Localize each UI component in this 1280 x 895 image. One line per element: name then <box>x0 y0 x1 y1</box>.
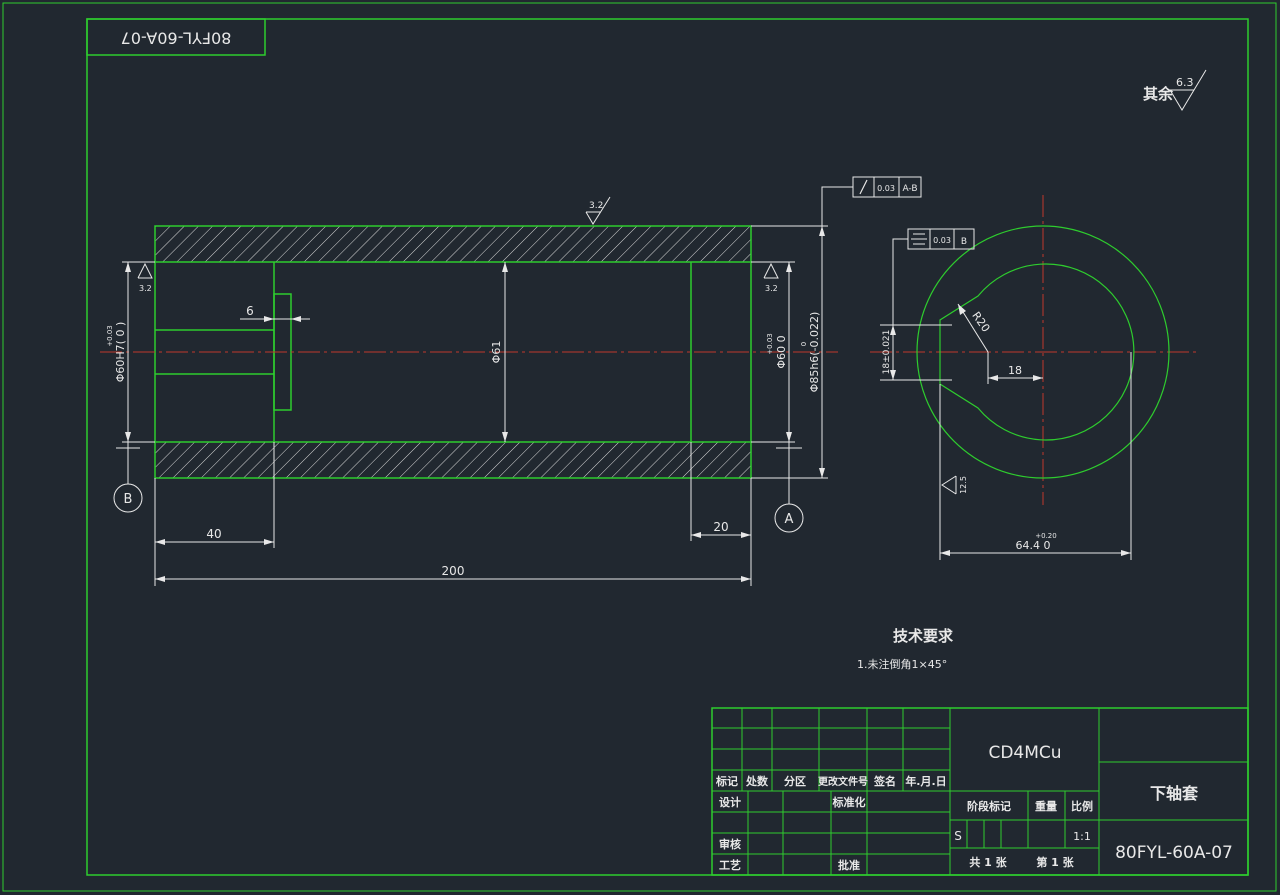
dim-6: 6 <box>246 304 254 318</box>
svg-text:0.03: 0.03 <box>877 184 895 193</box>
inner-frame <box>86 18 1249 876</box>
svg-text:0.03: 0.03 <box>933 236 951 245</box>
dim-phi60: Φ60 0 <box>775 335 788 368</box>
symmetry-icon <box>911 233 927 245</box>
hatch-top-wall <box>155 226 751 262</box>
datum-b: B <box>113 483 143 513</box>
hatch-bottom-left <box>155 442 274 478</box>
outer-circle <box>916 225 1170 479</box>
roughness-left: 3.2 <box>137 262 153 293</box>
svg-text:A-B: A-B <box>902 184 917 194</box>
runout-frame: 0.03 A-B <box>852 176 922 198</box>
surface-note-value: 6.3 <box>1176 76 1194 89</box>
section-view <box>100 225 838 479</box>
svg-text:B: B <box>961 237 967 247</box>
corner-code: 80FYL-60A-07 <box>121 29 232 48</box>
svg-text:3.2: 3.2 <box>589 201 603 211</box>
tb-design: 设计 <box>719 795 741 809</box>
tb-weight: 重量 <box>1035 799 1057 813</box>
tb-approve: 批准 <box>838 858 860 872</box>
tech-title: 技术要求 <box>893 627 954 645</box>
dim-phi61: Φ61 <box>490 341 503 364</box>
svg-text:B: B <box>124 492 133 507</box>
tb-check: 审核 <box>719 837 741 851</box>
end-view-dimensions <box>880 238 1132 560</box>
tb-scale-val: 1:1 <box>1073 830 1091 843</box>
dim-phi85h6-tol: 0 <box>800 342 808 346</box>
dim-phi60h7: Φ60H7( 0 ) <box>114 322 127 383</box>
surface-note-label: 其余 <box>1143 85 1174 103</box>
roughness-top: 3.2 <box>585 196 611 225</box>
tb-part-name: 下轴套 <box>1150 784 1199 803</box>
dim-18: 18 <box>1008 364 1022 377</box>
datum-a: A <box>774 503 804 533</box>
tb-total: 共 1 张 <box>969 855 1007 869</box>
dimension-arrows <box>125 226 825 582</box>
end-view-arrows <box>890 304 1131 556</box>
tb-h-date: 年.月.日 <box>905 774 946 788</box>
dim-phi85h6: Φ85h6(-0.022) <box>808 312 821 393</box>
bore-with-keyway <box>939 263 1135 441</box>
svg-text:A: A <box>785 512 794 527</box>
dim-r20: R20 <box>969 309 992 334</box>
svg-text:12.5: 12.5 <box>959 476 968 494</box>
tb-h-mark: 标记 <box>715 774 738 788</box>
roughness-keyway: 12.5 <box>941 475 968 495</box>
tb-process: 工艺 <box>719 858 741 872</box>
dim-20: 20 <box>713 520 728 534</box>
tb-h-count: 处数 <box>745 774 769 788</box>
tb-drawing-no: 80FYL-60A-07 <box>1115 843 1233 863</box>
tech-item: 1.未注倒角1×45° <box>857 657 947 671</box>
dim-phi60-tol: +0.03 <box>766 333 774 354</box>
hatch-bottom-right <box>691 442 751 478</box>
svg-text:3.2: 3.2 <box>765 284 778 293</box>
tb-h-sign: 签名 <box>873 774 896 788</box>
surface-roughness-note: 其余 6.3 <box>1143 69 1207 111</box>
dim-40: 40 <box>206 527 221 541</box>
symmetry-frame: 0.03 B <box>907 228 975 250</box>
dim-18-tol: 18±0.021 <box>882 330 892 375</box>
roughness-right: 3.2 <box>763 262 779 293</box>
tb-stage-val: S <box>954 829 962 843</box>
tb-scale: 比例 <box>1071 799 1093 813</box>
corner-code-box: 80FYL-60A-07 <box>86 18 266 56</box>
tb-h-zone: 分区 <box>784 774 806 788</box>
title-block <box>711 707 1249 876</box>
dim-64-4-tol: +0.20 <box>1035 532 1056 540</box>
hatch-bottom-mid <box>274 442 691 478</box>
tb-standard: 标准化 <box>832 795 866 809</box>
dim-64-4: 64.4 0 <box>1016 539 1051 552</box>
end-view <box>870 195 1198 505</box>
tb-sheet: 第 1 张 <box>1036 855 1074 869</box>
svg-text:3.2: 3.2 <box>139 284 152 293</box>
section-dimensions <box>116 186 853 586</box>
runout-icon <box>859 179 868 195</box>
tb-material: CD4MCu <box>988 743 1061 763</box>
dim-200: 200 <box>442 564 465 578</box>
dim-phi60h7-tol: +0.03 <box>106 325 114 346</box>
tb-h-doc: 更改文件号 <box>818 775 868 788</box>
tb-stage: 阶段标记 <box>967 799 1011 813</box>
